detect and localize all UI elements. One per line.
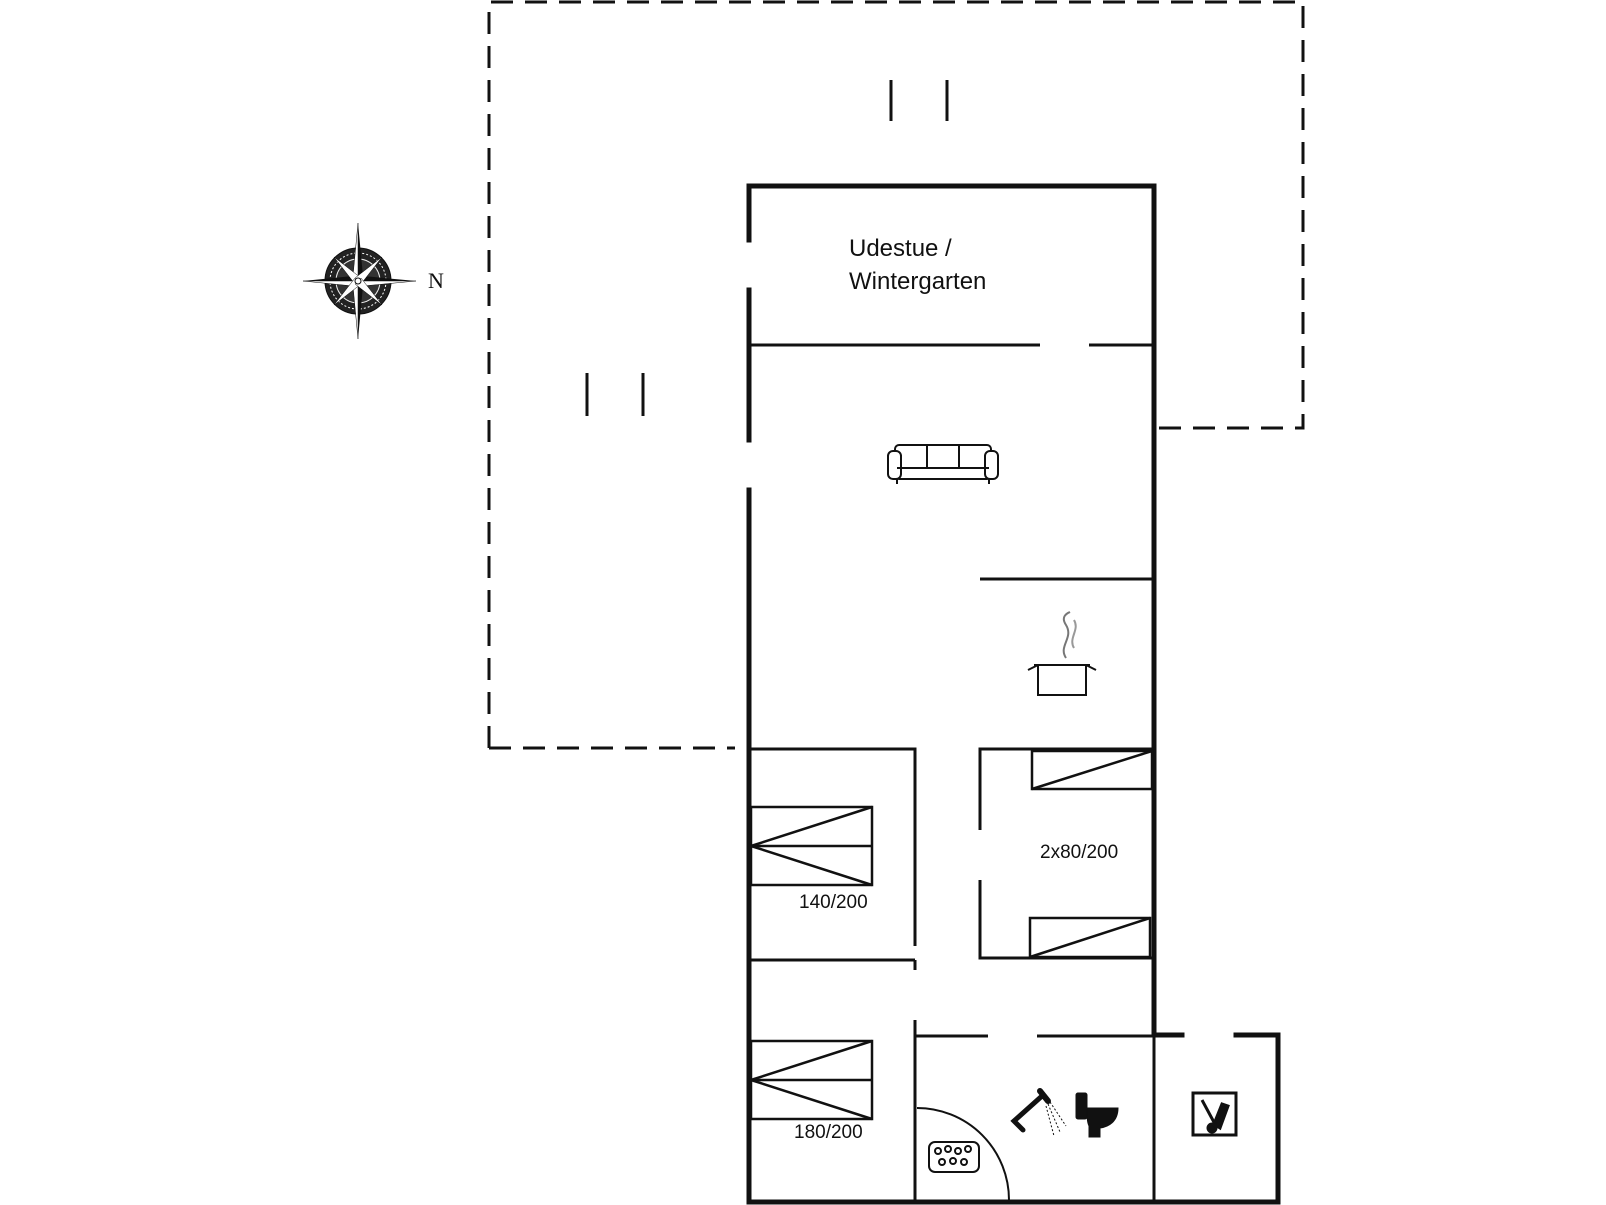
bed-80-200-top [1030, 749, 1154, 791]
cooking-pot-icon [1027, 611, 1097, 696]
bed-80-200-bottom [1028, 916, 1152, 959]
sauna-icon [916, 1107, 1010, 1201]
bed-size-140-200: 140/200 [799, 892, 868, 913]
bed-140-200 [749, 805, 874, 887]
bed-180-200 [749, 1039, 874, 1121]
compass-north-label: N [428, 268, 444, 293]
toilet-icon [1075, 1092, 1119, 1138]
interior-walls [751, 343, 1156, 1202]
bed-size-2x80-200: 2x80/200 [1040, 842, 1119, 863]
compass-rose-icon [302, 222, 417, 340]
wintergarden-label-line2: Wintergarten [849, 268, 987, 295]
terrace-outline [487, 0, 1305, 750]
shower-icon [1010, 1088, 1067, 1137]
wintergarden-label-line1: Udestue / [849, 235, 952, 262]
washing-machine-icon [1191, 1091, 1238, 1137]
terrace-marks [585, 80, 949, 416]
bed-size-180-200: 180/200 [794, 1122, 863, 1143]
sofa-icon [887, 444, 999, 484]
outer-walls [746, 183, 1281, 1205]
